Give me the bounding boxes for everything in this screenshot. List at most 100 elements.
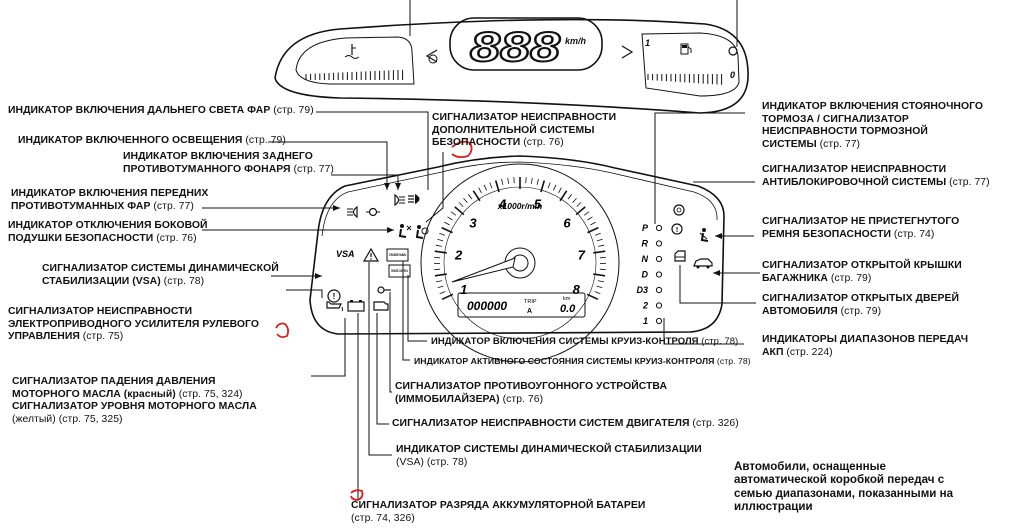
cruise-control-text: CRUISE CONTROL xyxy=(391,269,408,273)
tach-tick xyxy=(598,244,605,247)
battery-icon xyxy=(347,300,365,312)
gear-dot xyxy=(655,255,663,263)
tach-tick xyxy=(576,202,582,207)
label-lights-on: ИНДИКАТОР ВКЛЮЧЕННОГО ОСВЕЩЕНИЯ (стр. 79… xyxy=(18,135,286,146)
odometer-value: 000000 xyxy=(467,299,507,313)
tach-tick xyxy=(507,177,509,184)
tach-scale-number: 2 xyxy=(454,248,463,263)
cruise-main-text: CRUISE MAIN xyxy=(389,253,406,257)
tach-tick xyxy=(441,226,453,234)
tach-tick xyxy=(437,285,444,289)
gear-label: N xyxy=(642,254,649,264)
seat-belt-icon xyxy=(699,228,709,242)
odometer-display: 000000 TRIP A km 0.0 xyxy=(457,292,586,318)
tach-tick xyxy=(439,291,446,295)
tach-tick xyxy=(458,202,464,207)
tach-tick xyxy=(531,177,533,184)
immobilizer-icon xyxy=(377,286,391,294)
tach-tick xyxy=(439,232,446,236)
side-airbag-off-icon xyxy=(398,224,412,238)
label-side-airbag: ИНДИКАТОР ОТКЛЮЧЕНИЯ БОКОВОЙ ПОДУШКИ БЕЗ… xyxy=(8,220,208,244)
tach-tick xyxy=(540,180,546,193)
tach-tick xyxy=(472,190,481,202)
high-beam-icon xyxy=(408,194,420,204)
abs-icon xyxy=(673,204,685,216)
tach-unit-label: x1000r/min xyxy=(497,201,542,211)
tach-tick xyxy=(596,285,603,289)
tach-tick xyxy=(494,180,500,193)
red-annotations xyxy=(275,140,473,501)
tach-tick xyxy=(536,178,539,185)
gear-dot xyxy=(655,286,663,294)
tach-scale-number: 8 xyxy=(573,282,581,297)
tach-tick xyxy=(454,206,465,216)
label-cruise-active: ИНДИКАТОР АКТИВНОГО СОСТОЯНИЯ СИСТЕМЫ КР… xyxy=(414,356,751,366)
speed-display: 888 km/h xyxy=(449,17,603,71)
tach-tick xyxy=(441,293,454,301)
label-cruise-main: ИНДИКАТОР ВКЛЮЧЕНИЯ СИСТЕМЫ КРУИЗ-КОНТРО… xyxy=(431,336,739,347)
tach-tick xyxy=(434,250,447,254)
icons: VSA CRUISE MAIN CRUISE CONTROL ! xyxy=(326,193,713,312)
tach-tick xyxy=(587,216,593,221)
label-rear-fog: ИНДИКАТОР ВКЛЮЧЕНИЯ ЗАДНЕГО ПРОТИВОТУМАН… xyxy=(123,151,334,175)
tach-tick xyxy=(587,226,599,234)
label-doors: СИГНАЛИЗАТОР ОТКРЫТЫХ ДВЕРЕЙ АВТОМОБИЛЯ … xyxy=(762,293,960,317)
tach-tick xyxy=(596,238,603,242)
tach-tick xyxy=(593,250,606,254)
lights-on-icon xyxy=(366,207,380,217)
tach-tick xyxy=(467,194,473,200)
km-label: km xyxy=(563,296,571,302)
eps-icon: ! xyxy=(327,289,341,303)
tach-tick xyxy=(436,280,443,283)
speed-digits: 888 xyxy=(470,23,561,70)
footnote: Автомобили, оснащенные автоматической ко… xyxy=(734,460,954,514)
tach-scale-number: 3 xyxy=(469,216,477,231)
gear-label: D xyxy=(642,270,649,280)
tach-tick xyxy=(437,238,444,242)
trip-value: 0.0 xyxy=(560,303,576,315)
tach-scale-number: 4 xyxy=(498,197,507,212)
trip-a-label: A xyxy=(527,308,532,315)
tach-tick xyxy=(583,211,590,216)
tach-tick xyxy=(434,273,447,277)
tach-tick xyxy=(434,268,441,271)
label-battery: СИГНАЛИЗАТОР РАЗРЯДА АККУМУЛЯТОРНОЙ БАТА… xyxy=(351,500,646,524)
tach-scale-number: 1 xyxy=(460,282,467,297)
label-high-beam: ИНДИКАТОР ВКЛЮЧЕНИЯ ДАЛЬНЕГО СВЕТА ФАР (… xyxy=(8,105,314,116)
gear-label: D3 xyxy=(636,285,648,295)
tach-tick xyxy=(553,184,557,191)
svg-text:!: ! xyxy=(676,227,678,234)
tach-tick xyxy=(450,211,457,216)
tach-tick xyxy=(444,221,450,226)
check-engine-icon xyxy=(373,301,389,311)
fuel-high-label: 1 xyxy=(645,38,650,48)
tach-tick xyxy=(594,291,601,295)
label-vsa-warning: СИГНАЛИЗАТОР СИСТЕМЫ ДИНАМИЧЕСКОЙ СТАБИЛ… xyxy=(42,263,279,287)
upper-meter: 888 km/h 1 0 xyxy=(274,0,749,114)
label-trunk: СИГНАЛИЗАТОР ОТКРЫТОЙ КРЫШКИ БАГАЖНИКА (… xyxy=(762,260,962,284)
gear-dot xyxy=(655,271,663,278)
label-front-fog: ИНДИКАТОР ВКЛЮЧЕНИЯ ПЕРЕДНИХ ПРОТИВОТУМА… xyxy=(11,188,209,212)
tach-tick xyxy=(489,182,493,189)
tach-tick xyxy=(501,178,504,185)
label-srs: СИГНАЛИЗАТОР НЕИСПРАВНОСТИ ДОПОЛНИТЕЛЬНО… xyxy=(432,112,617,149)
fuel-pump-icon xyxy=(680,43,692,55)
gear-dot xyxy=(655,224,663,232)
gear-label: P xyxy=(642,223,649,233)
door-open-icon xyxy=(674,250,686,262)
tach-tick xyxy=(590,221,596,226)
gear-dot xyxy=(655,317,663,325)
tach-tick xyxy=(547,182,551,189)
temp-gauge-bar xyxy=(295,36,415,85)
gear-label: 1 xyxy=(643,316,648,326)
tach-scale-number: 7 xyxy=(578,248,586,263)
gear-label: R xyxy=(642,239,649,249)
gear-label: 2 xyxy=(642,301,648,311)
tach-tick xyxy=(559,190,568,202)
gear-dot xyxy=(655,302,663,309)
gear-dot xyxy=(655,240,663,247)
label-eps: СИГНАЛИЗАТОР НЕИСПРАВНОСТИ ЭЛЕКТРОПРИВОД… xyxy=(8,306,259,343)
